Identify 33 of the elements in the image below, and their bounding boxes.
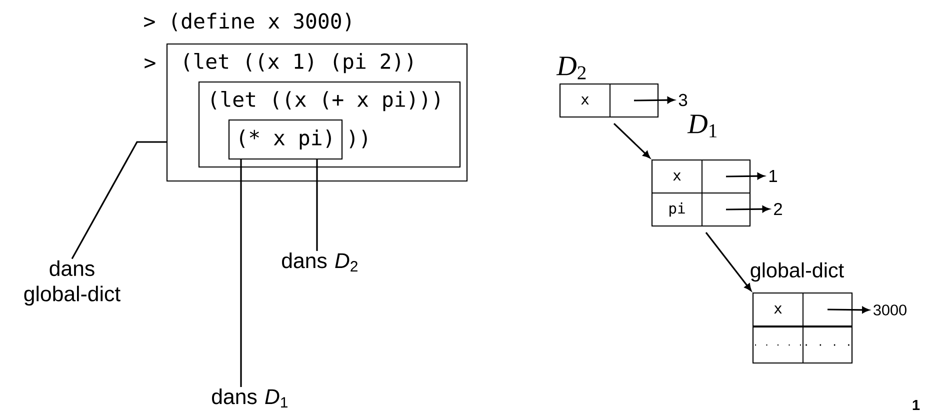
- table-cell: [702, 192, 750, 226]
- table-cell: x: [752, 292, 804, 326]
- note-text: dans D$_{1}$: [212, 388, 288, 408]
- node-label: D$_{2}$: [556, 56, 586, 80]
- node-label: D$_{1}$: [687, 114, 716, 138]
- leader-line: [316, 160, 318, 251]
- arrow: [726, 172, 764, 180]
- note-text: dans D$_{2}$: [282, 252, 358, 272]
- code-box: (* x pi): [228, 119, 343, 160]
- arrow: [726, 206, 770, 212]
- arrow: [705, 232, 752, 291]
- table-cell: . . . .: [802, 326, 852, 364]
- leader-line: [240, 160, 242, 387]
- table-cell: [702, 160, 750, 194]
- page-number: 1: [912, 400, 920, 410]
- arrow: [634, 96, 674, 104]
- node-label: global-dict: [750, 262, 844, 282]
- table-cell: x: [652, 160, 702, 194]
- arrow: [828, 306, 870, 314]
- value-text: 3: [678, 94, 688, 106]
- value-text: 1: [770, 170, 777, 182]
- table-cell: [610, 84, 658, 118]
- leader-line: [71, 141, 166, 260]
- table-cell: x: [560, 84, 610, 118]
- table-cell: pi: [652, 192, 702, 226]
- arrow: [613, 122, 650, 158]
- value-text: 3000: [874, 304, 906, 316]
- prompt-text: > (define x 3000): [144, 12, 350, 32]
- table-cell: [802, 292, 852, 326]
- table-cell: . . . . .: [752, 326, 804, 364]
- note-text: dans global-dict: [24, 260, 120, 306]
- prompt-text: >: [144, 58, 156, 68]
- value-text: 2: [774, 202, 782, 216]
